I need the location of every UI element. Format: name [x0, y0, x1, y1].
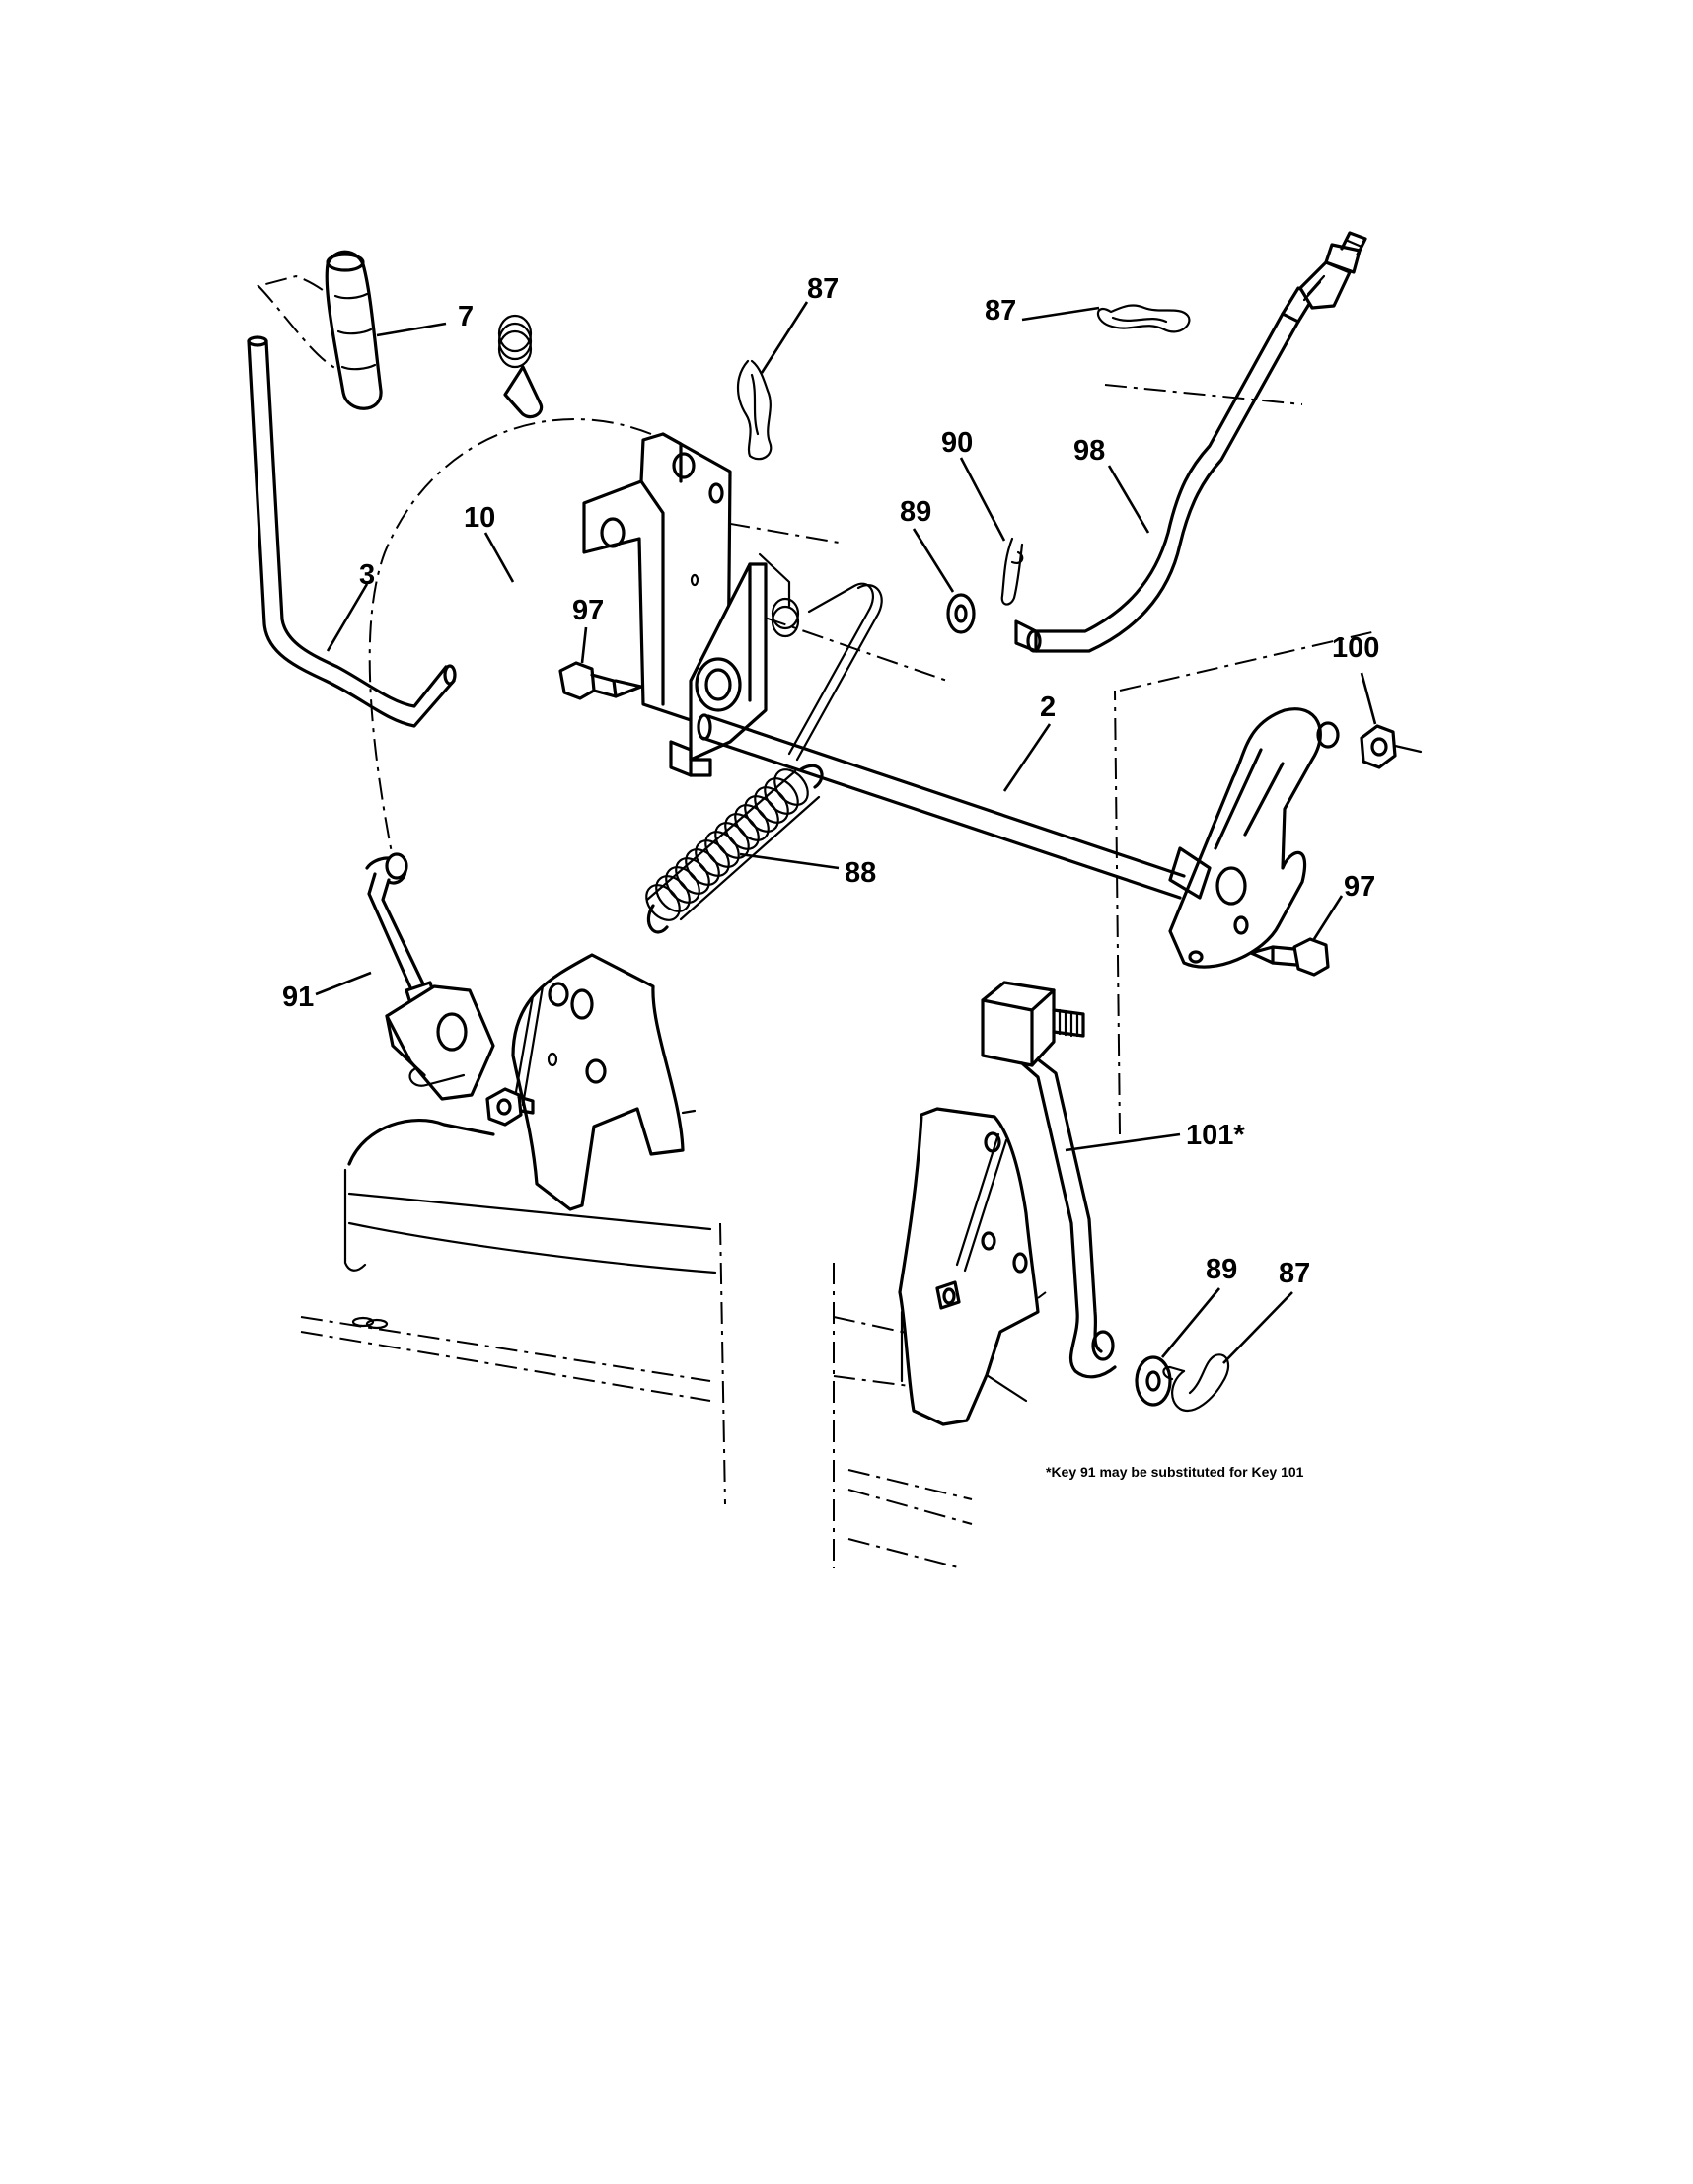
part-89-washer-top — [946, 593, 976, 634]
part-100-nut — [1360, 724, 1423, 769]
part-97-bolt-top — [558, 661, 643, 700]
alignment-lines — [257, 274, 1377, 1569]
lift-bracket — [582, 432, 800, 777]
spring-wire-link — [787, 582, 883, 762]
callout-101: 101* — [1186, 1120, 1245, 1151]
deck-hanger-right — [898, 1107, 1040, 1426]
callouts: 7 3 10 97 87 87 90 89 98 100 2 88 97 91 … — [282, 273, 1379, 1289]
part-88-extension-spring — [645, 764, 824, 934]
callout-89-bottom: 89 — [1206, 1254, 1237, 1285]
part-87-hairpin-top — [736, 359, 773, 461]
part-89-washer-bottom — [1135, 1355, 1172, 1407]
part-3-handle-rod — [247, 335, 457, 728]
callout-10: 10 — [464, 502, 495, 534]
callout-90: 90 — [941, 427, 973, 459]
part-7-grip — [325, 250, 383, 410]
part-101-lift-link — [981, 981, 1117, 1379]
part-98-adjuster-rod — [1014, 231, 1367, 653]
callout-2: 2 — [1040, 692, 1056, 723]
part-91-lift-link — [365, 852, 495, 1101]
callout-98: 98 — [1073, 435, 1105, 467]
part-10-torsion-spring — [497, 314, 544, 419]
callout-87-bottom: 87 — [1279, 1258, 1310, 1289]
callout-100: 100 — [1332, 632, 1379, 664]
callout-91: 91 — [282, 982, 314, 1013]
footnote: *Key 91 may be substituted for Key 101 — [1046, 1464, 1304, 1480]
deck-hanger-left — [485, 953, 697, 1211]
callout-87-right: 87 — [985, 295, 1016, 327]
callout-7: 7 — [458, 301, 474, 332]
callout-97-right: 97 — [1344, 871, 1375, 903]
callout-89-top: 89 — [900, 496, 931, 528]
part-2-lift-shaft — [697, 713, 1186, 900]
part-87-hairpin-bottom — [1162, 1353, 1230, 1412]
callout-3: 3 — [359, 559, 375, 591]
part-87-hairpin-right — [1096, 304, 1191, 333]
callout-87-top: 87 — [807, 273, 839, 305]
callout-88: 88 — [845, 857, 876, 889]
callout-97-top: 97 — [572, 595, 604, 626]
part-97-bolt-right — [1249, 937, 1330, 977]
deck-left — [343, 1118, 717, 1330]
deck-right — [900, 1310, 1028, 1403]
part-90-cotter-pin — [1000, 537, 1024, 606]
leader-lines — [315, 301, 1377, 1364]
lift-arm-right — [1168, 707, 1340, 969]
